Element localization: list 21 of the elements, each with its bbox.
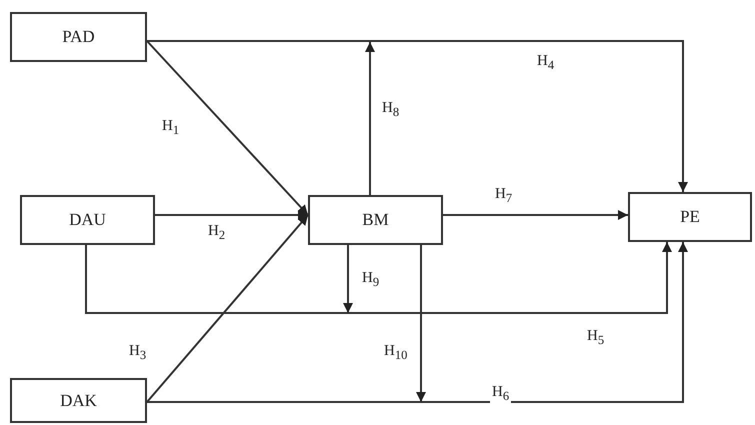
variable-box [10, 378, 147, 423]
arrow [146, 40, 309, 216]
edge-label: H$_{6}$ [490, 384, 512, 404]
variable-box [628, 192, 752, 242]
arrow [85, 242, 672, 314]
variable-name: PAD [62, 27, 95, 47]
variable-box [10, 12, 147, 62]
arrow [147, 40, 688, 192]
variable-name: DAU [69, 210, 106, 230]
variable-box [20, 195, 155, 245]
arrow [365, 42, 375, 195]
arrow [416, 245, 426, 402]
arrow [443, 210, 628, 220]
variable-name: DAK [60, 390, 97, 410]
variable-box [308, 195, 443, 245]
arrow [146, 214, 309, 403]
arrow [343, 245, 353, 313]
arrow [147, 242, 688, 403]
variable-name: BM [362, 210, 389, 230]
variable-name: PE [680, 207, 700, 227]
arrow [155, 210, 308, 220]
